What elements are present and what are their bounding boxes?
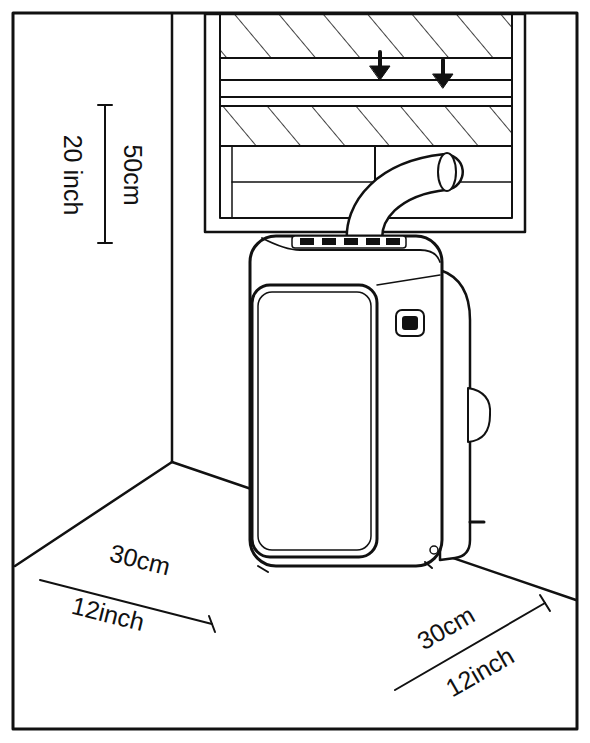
dimension-label: 30cm <box>104 539 176 581</box>
dimension-label: 50cm <box>119 141 146 208</box>
dimension-label: 12inch <box>66 591 150 636</box>
wall-corner <box>171 14 174 462</box>
air-conditioner <box>250 236 490 572</box>
dimension-line <box>98 105 112 243</box>
dimension-label: 20 inch <box>59 132 86 219</box>
exhaust-hose <box>364 153 456 245</box>
dimension-label: 12inch <box>439 640 521 703</box>
frame <box>13 13 577 729</box>
dimension-label: 30cm <box>410 600 482 657</box>
